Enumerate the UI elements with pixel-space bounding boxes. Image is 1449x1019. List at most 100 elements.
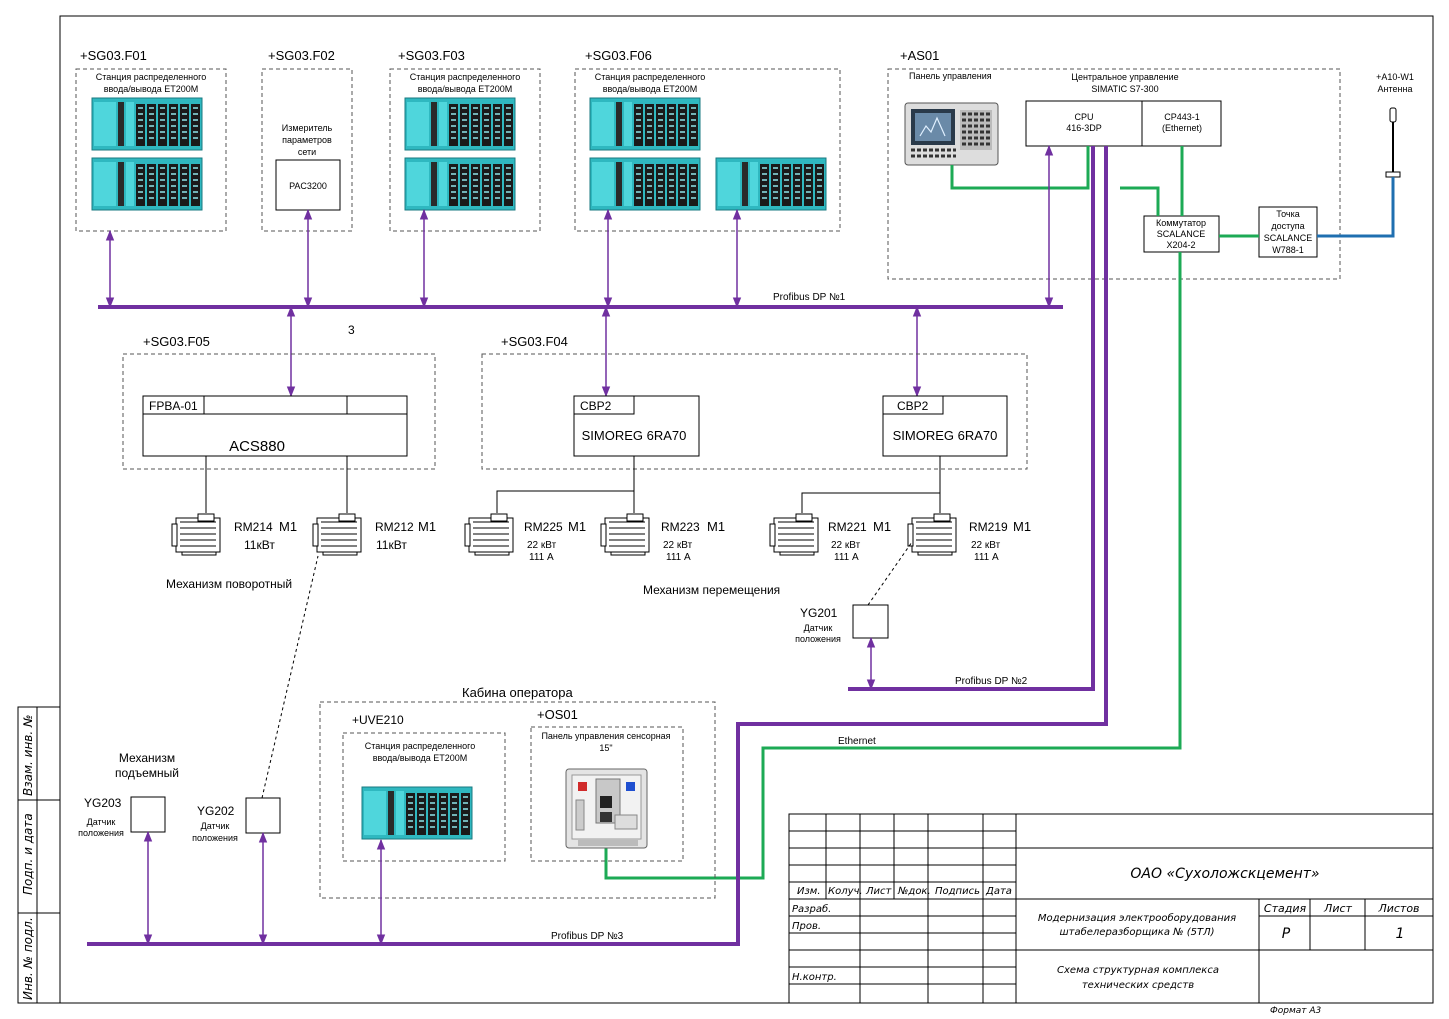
motor-rm212-m: M1 <box>418 519 436 534</box>
sg-f01-line2: ввода/вывода ET200M <box>104 84 199 94</box>
sg-f01-box <box>75 68 227 232</box>
as01-panel-label: Панель управления <box>909 71 992 81</box>
switch-label-1: Коммутатор <box>1156 218 1206 228</box>
eth-cpu-to-switch <box>1120 186 1160 216</box>
stamp-nkontr: Н.контр. <box>792 972 837 983</box>
stamp-h-izm: Изм. <box>797 886 821 897</box>
sg-f02-line2: параметров <box>282 135 332 145</box>
stamp-title-1: Модернизация электрооборудования <box>1038 912 1236 924</box>
motor-rm225-m: M1 <box>568 519 586 534</box>
motor-rm223-tag: RM223 <box>661 520 700 534</box>
sensor-yg203-box <box>130 796 166 833</box>
sg-f01-line1: Станция распределенного <box>96 72 207 82</box>
motor-rm221-m: M1 <box>873 519 891 534</box>
antenna-label: Антенна <box>1378 84 1413 94</box>
motor-rm221-p: 22 кВт <box>831 540 861 551</box>
sensor-yg201-l1: Датчик <box>804 623 833 633</box>
stamp-h-koluch: Колуч. <box>828 886 863 897</box>
sg-f06-rack-1 <box>589 97 701 151</box>
sensor-yg202-l1: Датчик <box>201 821 230 831</box>
ethernet-label: Ethernet <box>838 736 876 747</box>
cpu-label-1: CPU <box>1074 112 1093 122</box>
switch-label-2: SCALANCE <box>1157 229 1206 239</box>
stamp-h-data: Дата <box>985 886 1012 897</box>
uve210-tag: +UVE210 <box>352 713 404 727</box>
motor-rm221-a: 111 А <box>834 552 859 563</box>
sg-f03-line2: ввода/вывода ET200M <box>418 84 513 94</box>
access-point-box <box>1258 206 1318 258</box>
motor-rm219-m: M1 <box>1013 519 1031 534</box>
motor-rm225-p: 22 кВт <box>527 540 557 551</box>
sg-f01-rack-1 <box>91 97 203 151</box>
ap-label-3: SCALANCE <box>1264 233 1313 243</box>
sensor-yg203-l1: Датчик <box>87 817 116 827</box>
pac3200-label: PAC3200 <box>289 181 327 191</box>
as01-box <box>887 68 1341 280</box>
stamp-list: Лист <box>1323 902 1352 915</box>
sg-f03-rack-2 <box>404 157 516 211</box>
motor-rm223-p: 22 кВт <box>663 540 693 551</box>
central-label-2: SIMATIC S7-300 <box>1091 84 1158 94</box>
os01-box <box>530 726 684 862</box>
mech-rot-label: Механизм поворотный <box>166 577 292 591</box>
motor-rm225-icon <box>464 513 514 556</box>
cpu-label-2: 416-3DP <box>1066 123 1102 133</box>
stamp-doc-1: Схема структурная комплекса <box>1057 965 1219 976</box>
motor-rm225-tag: RM225 <box>524 520 563 534</box>
sensor-yg201-tag: YG201 <box>800 606 838 620</box>
mech-lift-label-2: подъемный <box>115 766 179 780</box>
profibus-dp3-trunk <box>87 146 1108 946</box>
sg-f02-line1: Измеритель <box>282 123 333 133</box>
side-vzam-label: Взам. инв. № <box>21 715 35 796</box>
motor-rm221-icon <box>769 513 819 556</box>
sg-f06-rack-2 <box>589 157 701 211</box>
sensor-yg202-tag: YG202 <box>197 804 235 818</box>
ap-label-4: W788-1 <box>1272 245 1304 255</box>
format-label: Формат А3 <box>1270 1006 1322 1016</box>
motor-rm219-icon <box>907 513 957 556</box>
sensor-yg201-link <box>867 541 913 606</box>
sensor-yg201-box <box>852 604 889 639</box>
motor-rm214-tag: RM214 <box>234 520 273 534</box>
stamp-h-ndok: №док. <box>897 886 931 897</box>
uve210-line1: Станция распределенного <box>365 741 476 751</box>
cabin-label: Кабина оператора <box>462 685 573 700</box>
antenna-tag: +A10-W1 <box>1376 72 1414 82</box>
sg-f06-line2: ввода/вывода ET200M <box>603 84 698 94</box>
profibus-dp2-label: Profibus DP №2 <box>955 676 1028 687</box>
motor-rm223-a: 111 А <box>666 552 691 563</box>
pac3200-box <box>275 159 341 211</box>
sg-f03-tag: +SG03.F03 <box>398 48 465 63</box>
simoreg-1-box <box>573 395 700 457</box>
simoreg-2-label: SIMOREG 6RA70 <box>893 428 998 443</box>
stamp-stadia-value: Р <box>1282 926 1291 942</box>
profibus-dp2-trunk <box>848 146 1095 691</box>
sensor-yg202-box <box>245 797 281 834</box>
profibus-dp3-label: Profibus DP №3 <box>551 931 624 942</box>
stamp-h-podp: Подпись <box>935 886 980 897</box>
side-inv-label: Инв. № подл. <box>21 917 35 1000</box>
stamp-razrab: Разраб. <box>792 903 831 915</box>
motor-rm214-p: 11кВт <box>244 538 275 552</box>
uve210-rack <box>361 786 473 840</box>
operator-panel-icon <box>904 102 999 166</box>
side-podp-label: Подп. и дата <box>21 813 35 895</box>
sg-f06-line1: Станция распределенного <box>595 72 706 82</box>
switch-label-3: X204-2 <box>1166 240 1195 250</box>
sg-f06-rack-3 <box>715 157 827 211</box>
stamp-h-list: Лист <box>865 886 893 897</box>
sensor-yg203-l2: положения <box>78 828 124 838</box>
motor-rm225-a: 111 А <box>529 552 554 563</box>
ap-label-2: доступа <box>1271 221 1304 231</box>
touch-panel-icon <box>565 768 648 849</box>
simoreg-2-box <box>882 395 1008 457</box>
cp443-label-1: CP443-1 <box>1164 112 1200 122</box>
acs880-box <box>142 395 408 457</box>
cbp2-1-label: CBP2 <box>580 399 612 413</box>
stamp-title-2: штабелеразборщика № (5ТЛ) <box>1059 926 1214 938</box>
sg-f06-box <box>574 68 841 232</box>
sensor-yg201-l2: положения <box>795 634 841 644</box>
sensor-yg202-link <box>261 555 319 799</box>
uve210-line2: ввода/вывода ET200M <box>373 753 468 763</box>
